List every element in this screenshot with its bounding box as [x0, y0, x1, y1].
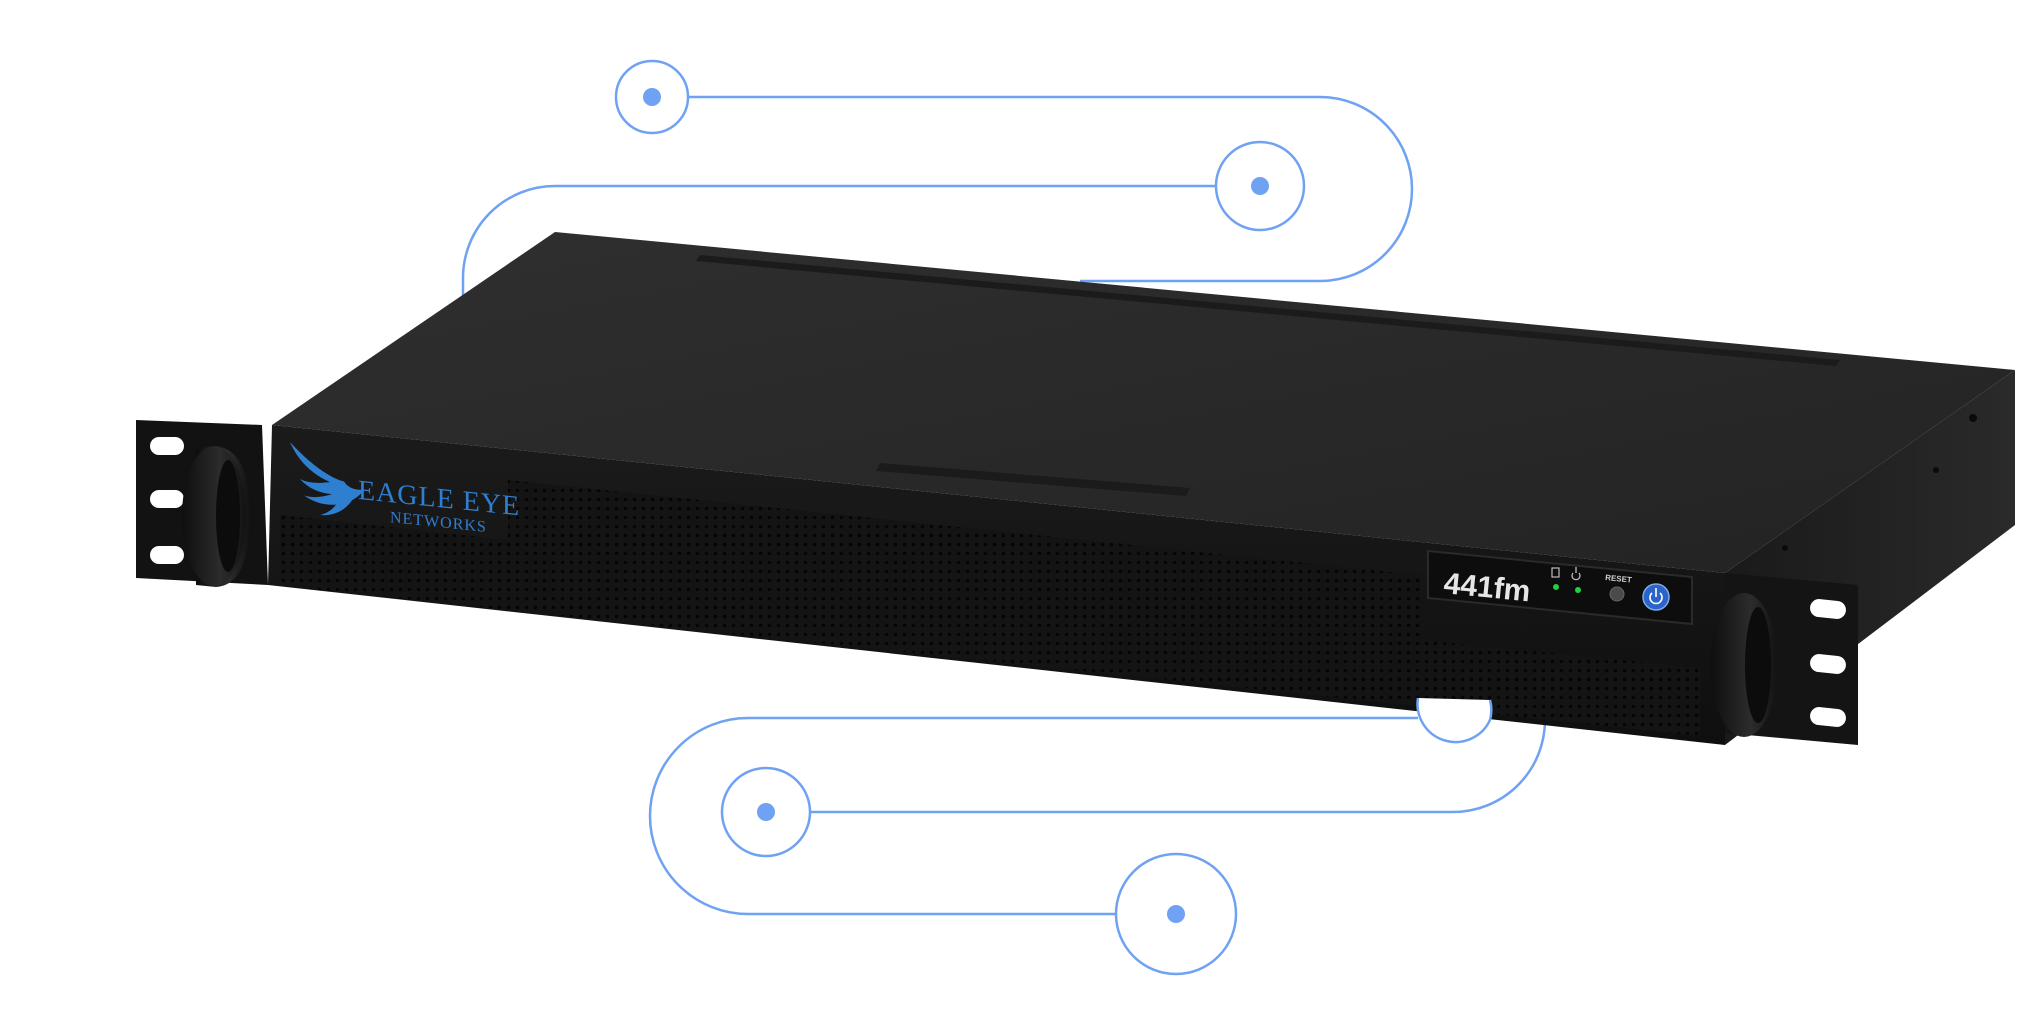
connector-lines-lower — [648, 690, 1547, 916]
right-handle — [1710, 593, 1778, 737]
drive-icon — [1551, 567, 1560, 578]
drive-status-led — [1553, 584, 1559, 590]
node-marker-3 — [1416, 697, 1493, 744]
top-ridge-rear — [696, 255, 1840, 366]
power-button[interactable] — [1642, 583, 1670, 611]
node-marker-5 — [1114, 852, 1238, 976]
left-handle — [182, 446, 250, 587]
connector-line-second — [461, 184, 1216, 300]
connector-line-fourth — [648, 716, 1418, 916]
reset-label: RESET — [1605, 573, 1633, 585]
eagle-icon — [290, 442, 364, 516]
chassis-top — [272, 232, 2015, 573]
connector-line-top — [688, 95, 1414, 283]
node-marker-1 — [614, 59, 690, 135]
node-marker-2 — [1214, 140, 1306, 232]
reset-button[interactable] — [1609, 586, 1625, 602]
power-icon — [1571, 567, 1581, 581]
power-button-icon — [1649, 588, 1663, 605]
connector-line-third — [808, 690, 1547, 814]
power-status-led — [1575, 587, 1581, 593]
vent-grille — [280, 480, 1700, 736]
connector-lines-upper — [461, 95, 1414, 300]
front-panel: 441fm RESET — [1427, 549, 1693, 626]
node-marker-4 — [720, 766, 812, 858]
top-ridge-front — [876, 463, 1190, 496]
rack-server: EAGLE EYE NETWORKS 441fm RESET — [136, 232, 2015, 745]
